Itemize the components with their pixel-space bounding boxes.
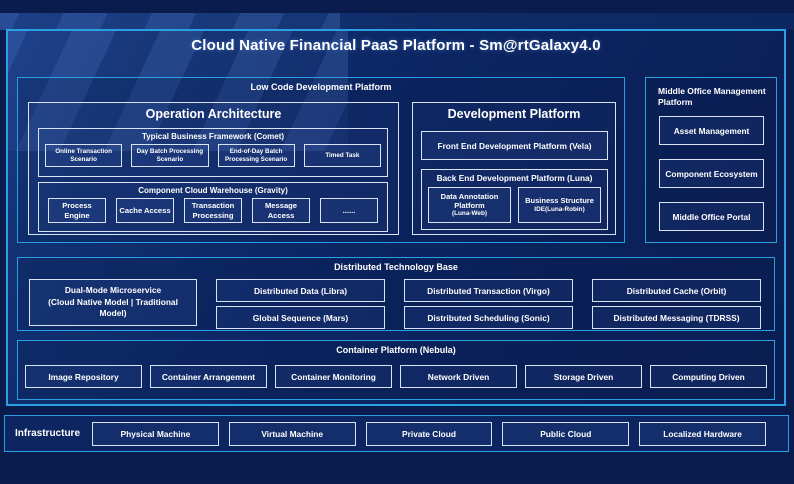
box-name: Data Annotation Platform [440,191,499,210]
box-end-of-day-batch-processing-scenario: End-of-Day Batch Processing Scenario [217,144,295,167]
box-subname: (Luna-Web) [451,210,488,218]
container-platform-nebula-section: Container Platform (Nebula) Image Reposi… [17,340,775,400]
low-code-section-label: Low Code Development Platform [250,82,392,92]
operation-architecture-title: Operation Architecture [145,107,282,121]
component-cloud-items-row: Process Engine Cache Access Transaction … [39,195,387,223]
low-code-development-platform-section: Low Code Development Platform Operation … [17,77,625,243]
container-platform-items-row: Image Repository Container Arrangement C… [18,355,774,388]
distributed-technology-base-section: Distributed Technology Base Dual-Mode Mi… [17,257,775,331]
box-subname: (Cloud Native Model | Traditional Model) [48,296,178,319]
box-global-sequence-mars: Global Sequence (Mars) [216,306,385,329]
main-diagram-panel: Cloud Native Financial PaaS Platform - S… [6,29,786,406]
box-container-arrangement: Container Arrangement [150,365,267,388]
container-platform-label: Container Platform (Nebula) [336,345,456,355]
typical-business-framework-label: Typical Business Framework (Comet) [141,132,285,141]
typical-business-framework-group: Typical Business Framework (Comet) Onlin… [38,128,388,177]
box-ellipsis-more: ...... [320,198,378,223]
box-distributed-cache-orbit: Distributed Cache (Orbit) [592,279,761,302]
box-name: Business Structure [525,196,594,206]
box-front-end-development-platform-vela: Front End Development Platform (Vela) [421,131,608,160]
infrastructure-items-row: Physical Machine Virtual Machine Private… [92,421,788,446]
box-business-structure-ide-luna-robin: Business Structure IDE(Luna-Robin) [518,187,601,223]
middle-office-section-label: Middle Office Management Platform [658,86,766,108]
box-process-engine: Process Engine [48,198,106,223]
component-cloud-warehouse-label: Component Cloud Warehouse (Gravity) [138,186,288,195]
box-middle-office-portal: Middle Office Portal [659,202,764,231]
box-network-driven: Network Driven [400,365,517,388]
box-timed-task: Timed Task [303,144,381,167]
box-distributed-data-libra: Distributed Data (Libra) [216,279,385,302]
box-physical-machine: Physical Machine [92,421,219,446]
back-end-items-row: Data Annotation Platform (Luna-Web) Busi… [422,183,607,223]
box-public-cloud: Public Cloud [502,421,630,446]
box-distributed-messaging-tdrss: Distributed Messaging (TDRSS) [592,306,761,329]
box-distributed-transaction-virgo: Distributed Transaction (Virgo) [404,279,573,302]
box-message-access: Message Access [252,198,310,223]
box-image-repository: Image Repository [25,365,142,388]
development-platform-box: Development Platform Front End Developme… [412,102,616,235]
infrastructure-section: Infrastructure Physical Machine Virtual … [4,415,789,452]
box-dual-mode-microservice: Dual-Mode Microservice (Cloud Native Mod… [29,279,197,326]
box-localized-hardware: Localized Hardware [639,421,766,446]
diagonal-streaks-decoration [0,13,340,30]
typical-business-items-row: Online Transaction Scenario Day Batch Pr… [39,141,387,167]
development-platform-title: Development Platform [447,107,581,121]
box-private-cloud: Private Cloud [365,421,493,446]
box-data-annotation-platform-luna-web: Data Annotation Platform (Luna-Web) [428,187,511,223]
box-component-ecosystem: Component Ecosystem [659,159,764,188]
box-asset-management: Asset Management [659,116,764,145]
box-computing-driven: Computing Driven [650,365,767,388]
box-cache-access: Cache Access [116,198,174,223]
box-day-batch-processing-scenario: Day Batch Processing Scenario [131,144,209,167]
box-virtual-machine: Virtual Machine [228,421,356,446]
back-end-development-platform-label: Back End Development Platform (Luna) [436,173,593,183]
box-subname: IDE(Luna-Robin) [534,205,585,213]
box-name: Dual-Mode Microservice [64,285,162,296]
component-cloud-warehouse-group: Component Cloud Warehouse (Gravity) Proc… [38,182,388,232]
page-title: Cloud Native Financial PaaS Platform - S… [191,37,601,54]
middle-office-management-platform-section: Middle Office Management Platform Asset … [645,77,777,243]
box-container-monitoring: Container Monitoring [275,365,392,388]
back-end-development-platform-group: Back End Development Platform (Luna) Dat… [421,169,608,230]
box-distributed-scheduling-sonic: Distributed Scheduling (Sonic) [404,306,573,329]
infrastructure-label: Infrastructure [15,428,81,439]
operation-architecture-box: Operation Architecture Typical Business … [28,102,399,235]
distributed-section-label: Distributed Technology Base [334,262,458,272]
decorative-header-band [0,13,794,30]
box-transaction-processing: Transaction Processing [184,198,242,223]
box-online-transaction-scenario: Online Transaction Scenario [45,144,123,167]
box-storage-driven: Storage Driven [525,365,642,388]
